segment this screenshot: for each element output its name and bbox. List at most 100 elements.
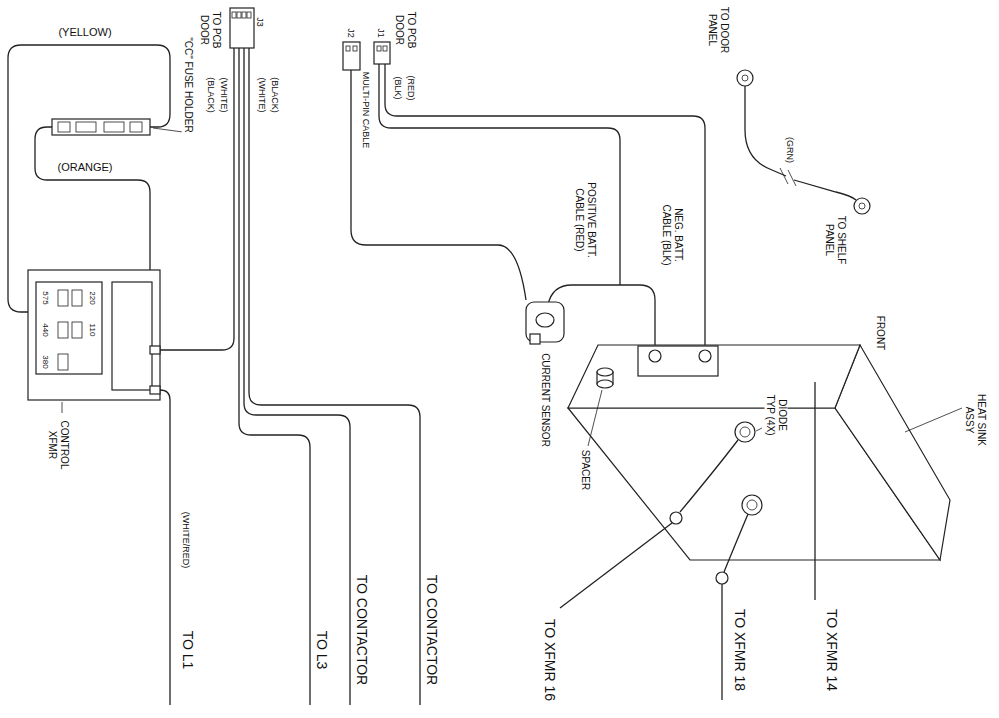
- wire-color-label: (WHITE/RED): [181, 510, 191, 571]
- terminal-tab: [72, 290, 82, 306]
- wire: [244, 48, 350, 705]
- terminal-number: 220: [87, 289, 96, 306]
- part-label: DIODE TYP (4X): [765, 390, 788, 440]
- fuse-clip: [58, 122, 70, 132]
- ring-lug: [670, 512, 682, 524]
- j2-connector: [343, 42, 360, 70]
- terminal-board: [36, 282, 102, 374]
- connector-pin: [237, 12, 241, 18]
- connector-housing: [230, 8, 254, 48]
- connector-pin: [383, 46, 387, 51]
- part-label: SPACER: [579, 448, 591, 492]
- terminal-tab: [150, 386, 160, 394]
- leader-line: [756, 428, 762, 431]
- terminal-number: 110: [87, 322, 96, 339]
- fuse-body: [52, 119, 150, 135]
- fuse-clip: [130, 122, 142, 132]
- ring-lug-hole: [859, 203, 865, 209]
- wire-color-label: (YELLOW): [56, 26, 113, 39]
- part-label: "CC" FUSE HOLDER: [182, 35, 194, 134]
- multi-pin-cable: [351, 70, 526, 300]
- break-mark: [788, 170, 796, 186]
- destination-label: TO L1: [180, 629, 196, 672]
- spacer-end: [597, 368, 613, 376]
- white-red-wire: [160, 390, 170, 705]
- terminal-number: 440: [40, 321, 49, 338]
- xfmr-lead: [721, 584, 722, 700]
- wire-color-label: (BLACK): [270, 75, 280, 115]
- wire-color-label: (ORANGE): [56, 161, 115, 174]
- green-wire: [794, 180, 856, 200]
- j1-connector: [374, 42, 390, 64]
- destination-label: TO DOOR PANEL: [707, 3, 730, 57]
- connector-pin: [232, 12, 236, 18]
- diode-lead: [680, 440, 738, 512]
- heat-sink-face: [835, 345, 950, 560]
- ring-lug: [737, 70, 753, 86]
- neg-battery-cable: [385, 64, 705, 350]
- sensor-tab: [530, 334, 540, 344]
- part-label: MULTI-PIN CABLE: [361, 70, 371, 150]
- heat-sink: [568, 345, 962, 560]
- wire-color-label: (RED): [406, 74, 416, 103]
- transformer-body: [28, 270, 160, 400]
- terminal-number: 575: [40, 289, 49, 306]
- xfmr-lead: [560, 523, 672, 608]
- control-transformer: [28, 270, 160, 414]
- wire-color-label: (GRN): [785, 135, 795, 165]
- connector-name: J3: [255, 15, 265, 29]
- connector-pin: [247, 12, 251, 18]
- connector-name: J1: [376, 26, 386, 40]
- diode-stud: [747, 500, 757, 510]
- connector-housing: [374, 42, 390, 64]
- destination-label: TO SHELF PANEL: [824, 213, 847, 267]
- part-label: POSITIVE BATT. CABLE (RED): [574, 173, 597, 267]
- diode-stud: [742, 495, 762, 515]
- wire-color-label: (BLK): [393, 74, 403, 101]
- orientation-label: FRONT: [874, 314, 886, 352]
- destination-label: TO PCB DOOR: [199, 4, 222, 56]
- ring-lug-hole: [742, 75, 748, 81]
- destination-label: TO XFMR 18: [732, 607, 748, 693]
- spacer-end: [597, 380, 613, 388]
- wire-color-label: (WHITE): [257, 76, 267, 115]
- connector-pin: [346, 46, 350, 51]
- destination-label: TO XFMR 16: [542, 617, 558, 703]
- diode-lead: [724, 514, 748, 572]
- heat-sink-face: [568, 345, 860, 408]
- part-label: CURRENT SENSOR: [539, 351, 551, 449]
- fuse-clip: [104, 122, 124, 132]
- destination-label: TO CONTACTOR: [424, 573, 440, 687]
- fuse-holder: [52, 119, 183, 135]
- destination-label: TO XFMR 14: [824, 607, 840, 693]
- part-label: HEAT SINK ASSY: [964, 387, 987, 453]
- connector-pin: [353, 46, 357, 51]
- terminal-bolt: [649, 350, 661, 362]
- spacer: [588, 368, 613, 446]
- fuse-clip: [76, 122, 96, 132]
- j3-connector: [230, 8, 254, 48]
- terminal-block: [638, 346, 718, 376]
- leader-line: [588, 390, 602, 446]
- xfmr-lead: [814, 382, 815, 600]
- wire-color-label: (WHITE): [219, 76, 229, 115]
- diode-stud: [740, 427, 750, 437]
- wire-color-label: (BLACK): [206, 75, 216, 115]
- connector-pin: [242, 12, 246, 18]
- current-sensor: [526, 302, 564, 344]
- sensor-hole: [536, 313, 554, 327]
- terminal-tab: [150, 346, 160, 354]
- ring-lug: [716, 572, 728, 584]
- destination-label: TO L3: [314, 629, 330, 672]
- terminal-bolt: [699, 350, 711, 362]
- terminal-tab: [58, 322, 68, 338]
- leader-line: [905, 408, 962, 432]
- connector-housing: [343, 42, 360, 70]
- ground-strap: [737, 70, 870, 214]
- wire: [249, 48, 420, 705]
- destination-label: TO CONTACTOR: [354, 573, 370, 687]
- break-mark: [780, 168, 788, 184]
